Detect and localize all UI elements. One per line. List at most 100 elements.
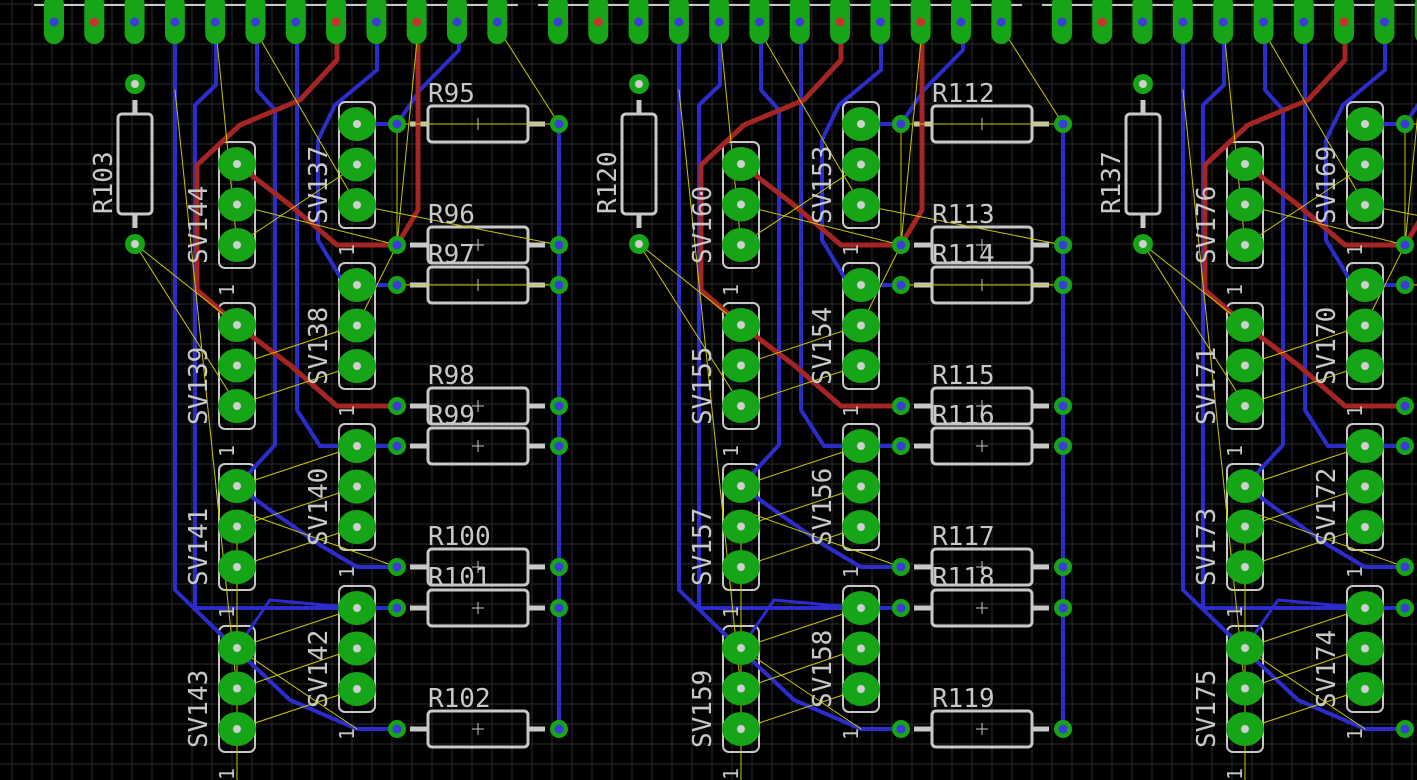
pin1-marker: 1	[1223, 284, 1247, 296]
resistor-pad	[1396, 115, 1414, 133]
header-label: SV171	[1192, 347, 1222, 425]
header-pin	[1172, 0, 1193, 44]
airwire	[1142, 243, 1246, 326]
header-label: SV170	[1312, 307, 1342, 385]
resistor-pad	[1396, 236, 1414, 254]
resistor-pad	[1396, 276, 1414, 294]
airwire	[860, 204, 1064, 246]
header-pad	[1226, 389, 1264, 423]
header-pin	[1414, 0, 1417, 41]
header-pad	[338, 188, 376, 222]
resistor-pad	[1054, 397, 1072, 415]
airwire	[1244, 688, 1366, 730]
header-pad	[722, 671, 760, 706]
header-pin	[830, 0, 851, 44]
header-label: SV142	[304, 630, 334, 708]
header-pin	[870, 0, 891, 44]
airwire	[740, 364, 862, 406]
header-pad	[218, 187, 256, 222]
header-label: SV137	[304, 146, 334, 224]
header-pin	[668, 0, 689, 44]
airwire	[638, 243, 742, 406]
resistor-pad	[892, 236, 910, 254]
top-trace	[1242, 161, 1417, 248]
header-label: SV169	[1312, 146, 1342, 224]
airwire	[1404, 116, 1417, 246]
resistor-pad	[1054, 276, 1072, 294]
resistor-pad	[550, 397, 568, 415]
header-pad	[338, 631, 376, 666]
header-pin	[406, 0, 427, 44]
airwire	[1244, 324, 1366, 366]
header-pad	[218, 550, 256, 584]
top-trace	[1202, 27, 1348, 328]
top-trace	[194, 27, 340, 328]
header-label: SV139	[184, 347, 214, 425]
pin1-marker: 1	[719, 284, 743, 296]
airwire	[356, 204, 560, 246]
bottom-trace	[235, 598, 359, 650]
pin1-marker: 1	[335, 405, 359, 417]
resistor-pad	[125, 234, 145, 254]
header-pin	[1052, 0, 1072, 44]
header-pad	[218, 147, 256, 181]
header-label: SV174	[1312, 630, 1342, 708]
airwire	[1244, 526, 1366, 568]
airwire	[1182, 89, 1246, 691]
pin1-marker: 1	[719, 768, 743, 780]
airwire	[236, 647, 358, 690]
pin1-marker: 1	[215, 606, 239, 618]
header-pin	[326, 0, 347, 44]
header-pad	[218, 389, 256, 423]
header-pin	[285, 0, 306, 44]
resistor-label: R101	[428, 563, 491, 593]
header-pad	[842, 308, 880, 343]
header-pad	[842, 268, 880, 302]
header-pad	[1346, 308, 1384, 343]
header-label: SV155	[688, 347, 718, 425]
header-pad	[842, 631, 880, 666]
airwire	[740, 647, 862, 690]
pin1-marker: 1	[335, 244, 359, 256]
resistor-label: R97	[428, 240, 475, 270]
header-label: SV159	[688, 670, 718, 748]
resistor-pad	[629, 234, 649, 254]
airwire	[396, 29, 419, 246]
resistor-pad	[550, 599, 568, 617]
pin1-marker: 1	[719, 445, 743, 457]
header-pin	[487, 0, 508, 44]
header-pad	[338, 349, 376, 383]
airwire	[740, 607, 862, 649]
header-pad	[722, 147, 760, 181]
pin1-marker: 1	[335, 566, 359, 578]
pin1-marker: 1	[1223, 445, 1247, 457]
header-pad	[338, 107, 376, 141]
header-pad	[842, 429, 880, 463]
header-pad	[842, 188, 880, 222]
airwire	[174, 89, 238, 691]
resistor-label: R120	[593, 151, 623, 214]
header-label: SV141	[184, 508, 214, 586]
header-pad	[218, 712, 256, 746]
resistor-pad	[1054, 236, 1072, 254]
airwire	[740, 526, 862, 568]
airwire	[236, 364, 358, 406]
header-pad	[1346, 268, 1384, 302]
header-pad	[1226, 308, 1264, 342]
airwire	[236, 445, 358, 487]
airwire	[740, 688, 862, 730]
airwire	[740, 164, 862, 246]
header-pad	[1346, 107, 1384, 141]
header-pad	[218, 509, 256, 544]
header-pin	[709, 0, 730, 44]
header-pad	[1226, 348, 1264, 383]
airwire	[134, 243, 238, 406]
resistor-pad	[1396, 599, 1414, 617]
header-pad	[218, 469, 256, 503]
resistor-label: R115	[932, 361, 995, 391]
resistor-pad	[1133, 234, 1153, 254]
airwire	[236, 509, 398, 568]
pin1-marker: 1	[335, 728, 359, 740]
header-pin	[447, 0, 467, 44]
